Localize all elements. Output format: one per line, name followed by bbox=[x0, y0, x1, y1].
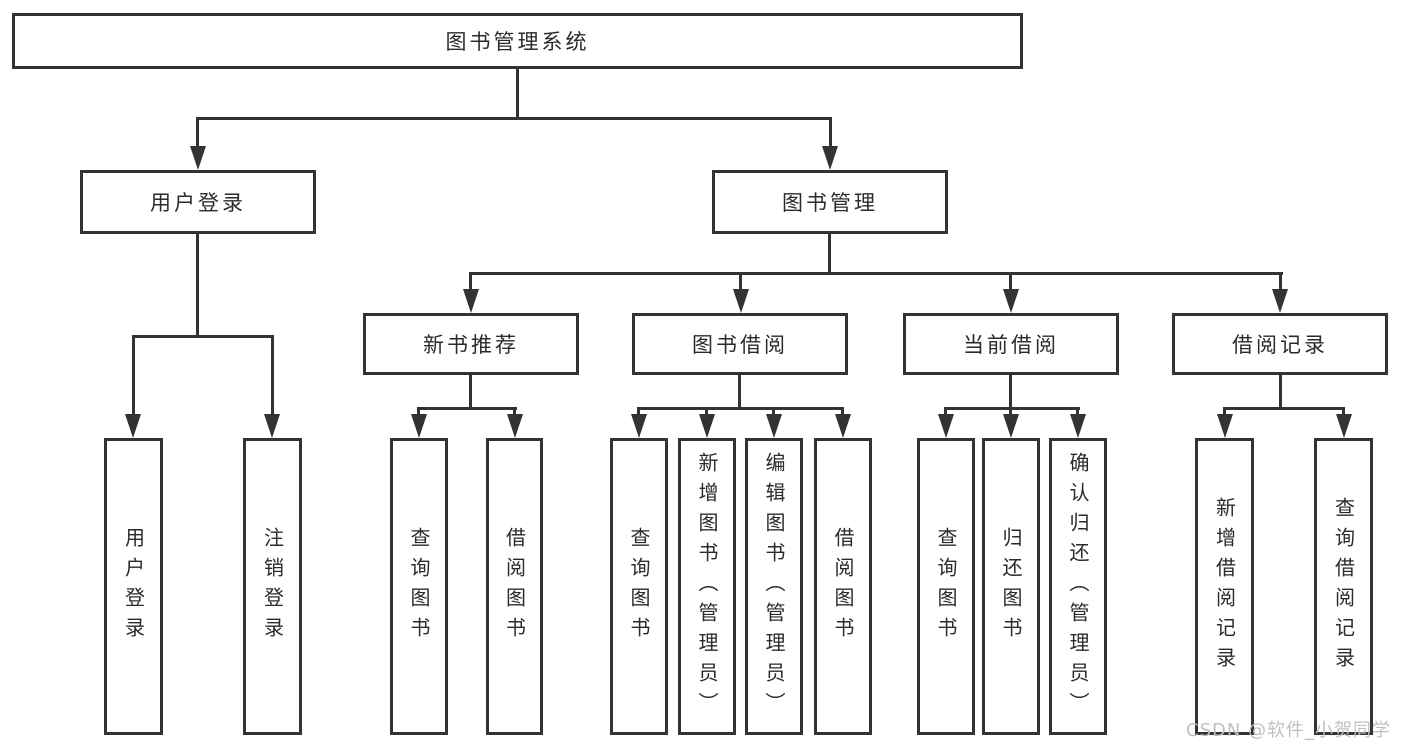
node-label: 查询图书 bbox=[627, 526, 651, 647]
connector-line bbox=[944, 407, 947, 417]
node-label: 借阅记录 bbox=[1232, 333, 1328, 357]
connector-line bbox=[738, 375, 741, 407]
arrow-down-icon bbox=[190, 146, 206, 170]
connector-line bbox=[132, 335, 274, 338]
node-label: 归还图书 bbox=[999, 526, 1023, 647]
arrow-down-icon bbox=[733, 289, 749, 313]
arrow-down-icon bbox=[463, 289, 479, 313]
node-current-borrowing: 当前借阅 bbox=[903, 313, 1119, 375]
node-label: 查询图书 bbox=[934, 526, 958, 647]
arrow-down-icon bbox=[507, 414, 523, 438]
connector-line bbox=[1342, 407, 1345, 417]
connector-line bbox=[469, 272, 472, 290]
watermark: CSDN @软件_小贺同学 bbox=[1186, 720, 1392, 741]
leaf-borrow-books-recommend: 借阅图书 bbox=[486, 438, 543, 735]
connector-line bbox=[841, 407, 844, 417]
arrow-down-icon bbox=[822, 146, 838, 170]
connector-line bbox=[739, 272, 742, 290]
connector-line bbox=[944, 407, 1080, 410]
node-label: 图书借阅 bbox=[692, 333, 788, 357]
arrow-down-icon bbox=[1003, 414, 1019, 438]
connector-line bbox=[417, 407, 420, 417]
connector-line bbox=[469, 375, 472, 407]
node-label: 图书管理 bbox=[782, 191, 878, 215]
connector-line bbox=[196, 234, 199, 335]
node-label: 用户登录 bbox=[150, 191, 246, 215]
leaf-logout: 注销登录 bbox=[243, 438, 302, 735]
connector-line bbox=[132, 335, 135, 416]
node-new-book-recommend: 新书推荐 bbox=[363, 313, 579, 375]
connector-line bbox=[196, 117, 199, 148]
connector-line bbox=[271, 335, 274, 416]
node-label: 用户登录 bbox=[121, 526, 146, 647]
leaf-confirm-return-admin: 确认归还（管理员） bbox=[1049, 438, 1107, 735]
leaf-user-login: 用户登录 bbox=[104, 438, 163, 735]
connector-line bbox=[196, 117, 832, 120]
node-label: 借阅图书 bbox=[831, 526, 855, 647]
node-label: 查询借阅记录 bbox=[1331, 496, 1356, 677]
connector-line bbox=[1279, 375, 1282, 407]
arrow-down-icon bbox=[125, 414, 141, 438]
arrow-down-icon bbox=[1003, 289, 1019, 313]
arrow-down-icon bbox=[631, 414, 647, 438]
connector-line bbox=[469, 272, 1283, 275]
node-label: 编辑图书（管理员） bbox=[762, 451, 786, 722]
connector-line bbox=[417, 407, 517, 410]
leaf-query-books-current: 查询图书 bbox=[917, 438, 975, 735]
connector-line bbox=[828, 234, 831, 272]
arrow-down-icon bbox=[1272, 289, 1288, 313]
arrow-down-icon bbox=[766, 414, 782, 438]
leaf-borrow-books-borrowing: 借阅图书 bbox=[814, 438, 872, 735]
leaf-query-books-recommend: 查询图书 bbox=[390, 438, 448, 735]
arrow-down-icon bbox=[1070, 414, 1086, 438]
node-label: 借阅图书 bbox=[502, 526, 527, 647]
node-book-borrowing: 图书借阅 bbox=[632, 313, 848, 375]
arrow-down-icon bbox=[835, 414, 851, 438]
connector-line bbox=[705, 407, 708, 417]
connector-line bbox=[772, 407, 775, 417]
node-system-root: 图书管理系统 bbox=[12, 13, 1023, 69]
connector-line bbox=[1223, 407, 1345, 410]
connector-line bbox=[637, 407, 640, 417]
arrow-down-icon bbox=[699, 414, 715, 438]
node-label: 新增图书（管理员） bbox=[695, 451, 719, 722]
leaf-query-books-borrowing: 查询图书 bbox=[610, 438, 668, 735]
arrow-down-icon bbox=[1217, 414, 1233, 438]
node-label: 确认归还（管理员） bbox=[1066, 451, 1090, 722]
arrow-down-icon bbox=[938, 414, 954, 438]
arrow-down-icon bbox=[1336, 414, 1352, 438]
connector-line bbox=[1009, 375, 1012, 407]
leaf-query-borrow-record: 查询借阅记录 bbox=[1314, 438, 1373, 735]
node-label: 新书推荐 bbox=[423, 333, 519, 357]
arrow-down-icon bbox=[264, 414, 280, 438]
connector-line bbox=[637, 407, 844, 410]
connector-line bbox=[1076, 407, 1079, 417]
arrow-down-icon bbox=[411, 414, 427, 438]
leaf-return-book: 归还图书 bbox=[982, 438, 1040, 735]
connector-line bbox=[1279, 272, 1282, 290]
node-label: 当前借阅 bbox=[963, 333, 1059, 357]
node-label: 查询图书 bbox=[407, 526, 431, 647]
connector-line bbox=[516, 69, 519, 117]
node-user-login: 用户登录 bbox=[80, 170, 316, 234]
leaf-add-book-admin: 新增图书（管理员） bbox=[678, 438, 736, 735]
node-label: 图书管理系统 bbox=[445, 30, 590, 54]
connector-line bbox=[513, 407, 516, 417]
node-label: 新增借阅记录 bbox=[1212, 496, 1237, 677]
node-borrow-records: 借阅记录 bbox=[1172, 313, 1388, 375]
leaf-edit-book-admin: 编辑图书（管理员） bbox=[745, 438, 803, 735]
connector-line bbox=[1223, 407, 1226, 417]
connector-line bbox=[829, 117, 832, 148]
connector-line bbox=[1009, 272, 1012, 290]
node-label: 注销登录 bbox=[260, 526, 285, 647]
leaf-add-borrow-record: 新增借阅记录 bbox=[1195, 438, 1254, 735]
connector-line bbox=[1009, 407, 1012, 417]
node-book-management: 图书管理 bbox=[712, 170, 948, 234]
